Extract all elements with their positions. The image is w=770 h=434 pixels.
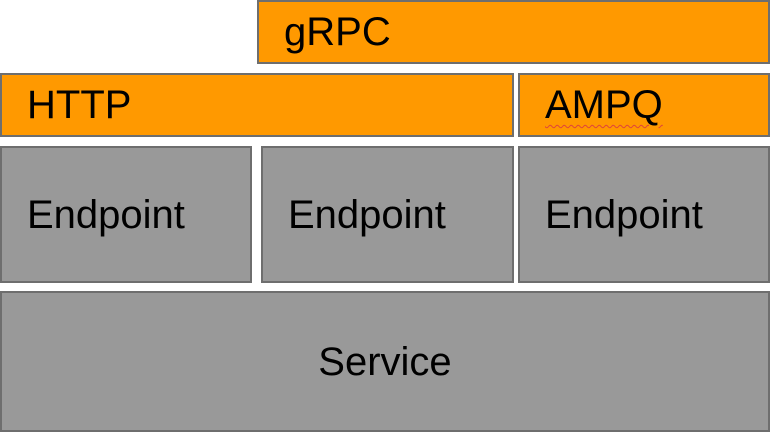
ampq-protocol-box: AMPQ bbox=[518, 73, 770, 137]
endpoint-box-2: Endpoint bbox=[261, 146, 514, 283]
grpc-label: gRPC bbox=[284, 10, 391, 54]
http-label: HTTP bbox=[27, 83, 132, 127]
endpoint-box-3: Endpoint bbox=[518, 146, 770, 283]
service-label: Service bbox=[318, 339, 452, 384]
endpoint-box-1: Endpoint bbox=[0, 146, 252, 283]
endpoint-label-2: Endpoint bbox=[288, 192, 446, 237]
endpoint-label-1: Endpoint bbox=[27, 192, 185, 237]
endpoint-label-3: Endpoint bbox=[545, 192, 703, 237]
ampq-label: AMPQ bbox=[545, 83, 663, 127]
grpc-protocol-box: gRPC bbox=[257, 0, 770, 64]
service-box: Service bbox=[0, 291, 770, 432]
http-protocol-box: HTTP bbox=[0, 73, 514, 137]
